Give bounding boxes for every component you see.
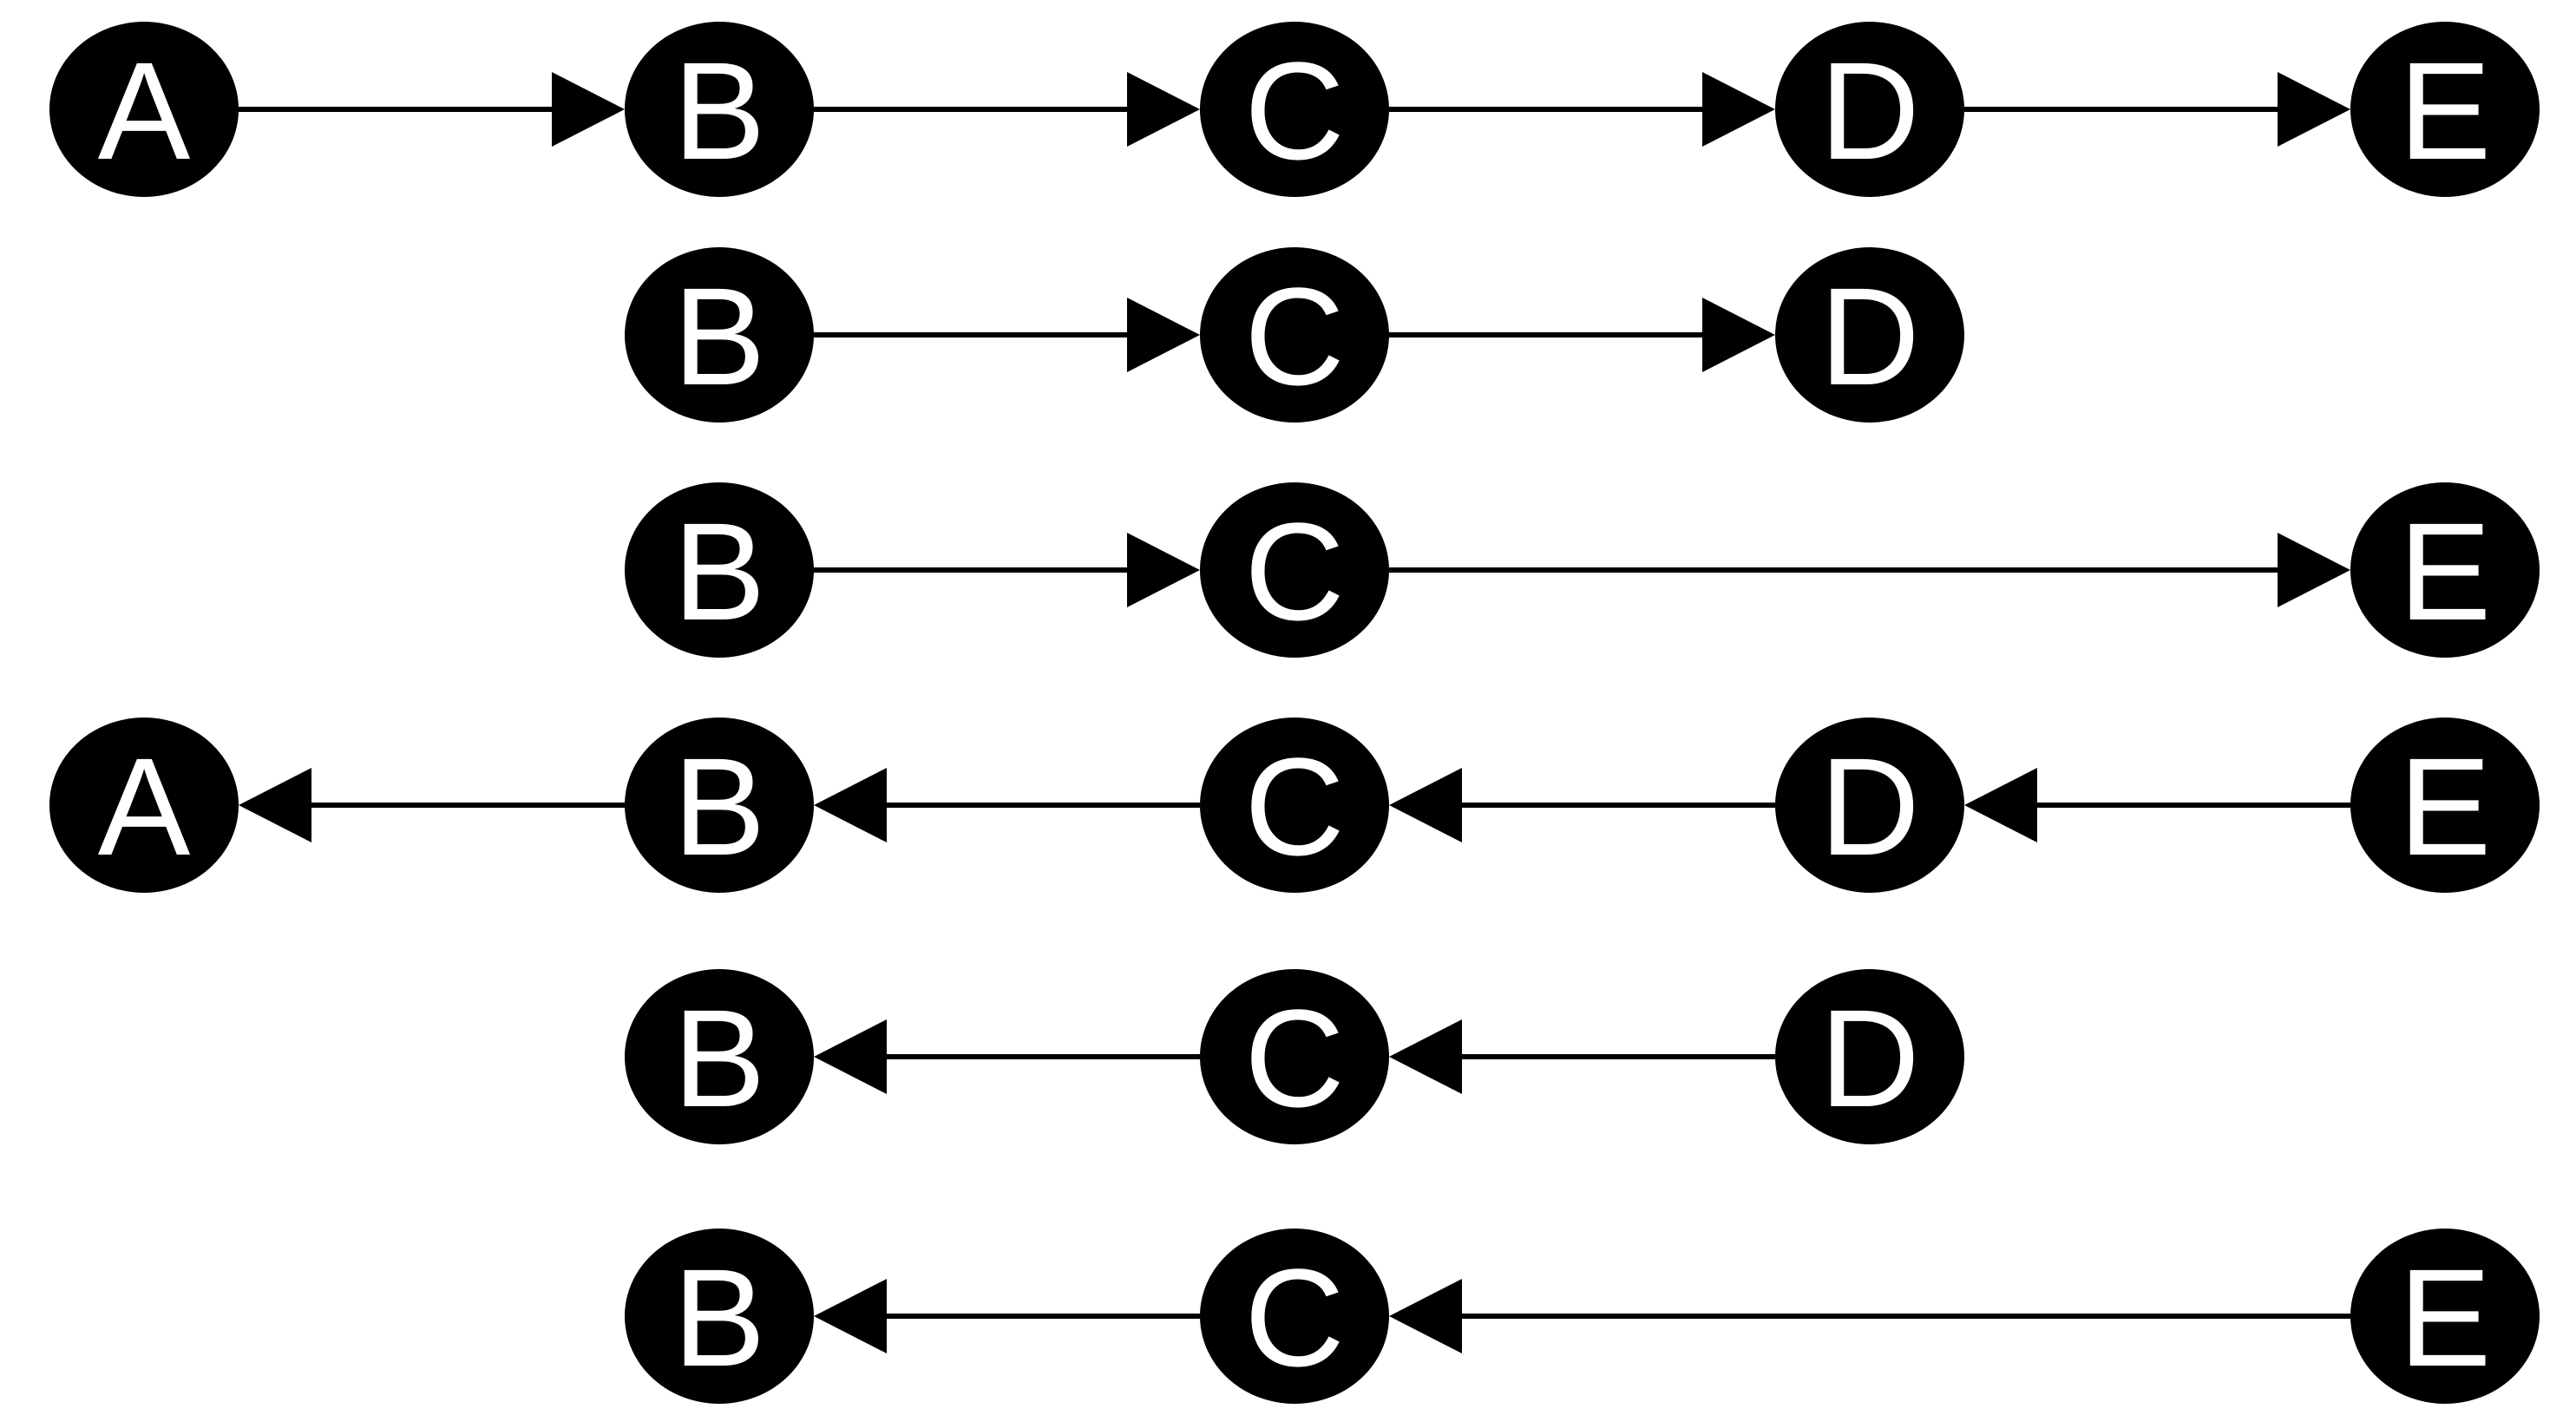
edge-r6-c-to-r6-b (814, 1279, 1200, 1353)
node-r5-d: D (1775, 969, 1964, 1144)
edge-r4-b-to-r4-a (239, 768, 625, 842)
node-ellipse (1775, 247, 1964, 423)
edge-r4-c-to-r4-b (814, 768, 1200, 842)
arrowhead (552, 72, 625, 147)
node-ellipse (1200, 247, 1389, 423)
arrowhead (1389, 768, 1462, 842)
node-ellipse (2350, 1229, 2540, 1404)
node-ellipse (1200, 718, 1389, 893)
node-ellipse (49, 22, 239, 197)
node-label: B (673, 494, 766, 649)
node-ellipse (1200, 969, 1389, 1144)
edge-r6-e-to-r6-c (1389, 1279, 2350, 1353)
edge-r2-b-to-r2-c (814, 298, 1200, 372)
node-ellipse (1200, 22, 1389, 197)
arrowhead (2278, 72, 2350, 147)
node-ellipse (625, 718, 814, 893)
node-r2-b: B (625, 247, 814, 423)
node-r1-e: E (2350, 22, 2540, 197)
edge-r5-c-to-r5-b (814, 1019, 1200, 1094)
node-label: B (673, 980, 766, 1136)
node-ellipse (1200, 1229, 1389, 1404)
node-label: A (98, 33, 191, 188)
arrowhead (1389, 1279, 1462, 1353)
node-r4-e: E (2350, 718, 2540, 893)
arrowhead (239, 768, 311, 842)
node-label: B (673, 1240, 766, 1395)
node-ellipse (1775, 969, 1964, 1144)
node-r1-d: D (1775, 22, 1964, 197)
node-label: C (1244, 33, 1345, 188)
node-r6-c: C (1200, 1229, 1389, 1404)
arrowhead (1127, 72, 1200, 147)
node-r4-a: A (49, 718, 239, 893)
node-label: E (2399, 33, 2492, 188)
edge-r1-a-to-r1-b (239, 72, 625, 147)
node-label: B (673, 259, 766, 414)
arrowhead (1389, 1019, 1462, 1094)
node-r1-c: C (1200, 22, 1389, 197)
node-label: C (1244, 1240, 1345, 1395)
arrowhead (1702, 72, 1775, 147)
node-ellipse (625, 247, 814, 423)
edge-r3-c-to-r3-e (1389, 533, 2350, 607)
node-label: D (1819, 729, 1920, 884)
node-label: C (1244, 729, 1345, 884)
node-ellipse (1775, 22, 1964, 197)
arrowhead (814, 1019, 887, 1094)
node-r4-d: D (1775, 718, 1964, 893)
node-label: A (98, 729, 191, 884)
node-r3-e: E (2350, 482, 2540, 658)
node-label: E (2399, 494, 2492, 649)
node-ellipse (1200, 482, 1389, 658)
node-label: B (673, 33, 766, 188)
node-r4-c: C (1200, 718, 1389, 893)
node-r6-e: E (2350, 1229, 2540, 1404)
arrowhead (1127, 533, 1200, 607)
arrowhead (1127, 298, 1200, 372)
arrowhead (1702, 298, 1775, 372)
edge-r2-c-to-r2-d (1389, 298, 1775, 372)
node-ellipse (625, 1229, 814, 1404)
node-label: D (1819, 259, 1920, 414)
node-label: D (1819, 980, 1920, 1136)
node-label: D (1819, 33, 1920, 188)
node-r6-b: B (625, 1229, 814, 1404)
node-r1-a: A (49, 22, 239, 197)
node-label: C (1244, 980, 1345, 1136)
edge-r1-c-to-r1-d (1389, 72, 1775, 147)
edge-r3-b-to-r3-c (814, 533, 1200, 607)
edge-r5-d-to-r5-c (1389, 1019, 1775, 1094)
arrowhead (814, 768, 887, 842)
node-label: C (1244, 494, 1345, 649)
edge-r1-d-to-r1-e (1964, 72, 2350, 147)
node-ellipse (625, 969, 814, 1144)
edge-r4-d-to-r4-c (1389, 768, 1775, 842)
node-label: C (1244, 259, 1345, 414)
node-r2-d: D (1775, 247, 1964, 423)
node-r5-b: B (625, 969, 814, 1144)
arrowhead (1964, 768, 2037, 842)
arrowhead (2278, 533, 2350, 607)
node-ellipse (2350, 482, 2540, 658)
node-r4-b: B (625, 718, 814, 893)
edge-r4-e-to-r4-d (1964, 768, 2350, 842)
node-ellipse (2350, 718, 2540, 893)
node-ellipse (625, 482, 814, 658)
edge-r1-b-to-r1-c (814, 72, 1200, 147)
node-ellipse (2350, 22, 2540, 197)
arrowhead (814, 1279, 887, 1353)
node-r3-b: B (625, 482, 814, 658)
node-r5-c: C (1200, 969, 1389, 1144)
node-ellipse (49, 718, 239, 893)
node-label: E (2399, 729, 2492, 884)
node-ellipse (625, 22, 814, 197)
node-ellipse (1775, 718, 1964, 893)
node-label: E (2399, 1240, 2492, 1395)
node-label: B (673, 729, 766, 884)
node-r3-c: C (1200, 482, 1389, 658)
node-r1-b: B (625, 22, 814, 197)
node-r2-c: C (1200, 247, 1389, 423)
